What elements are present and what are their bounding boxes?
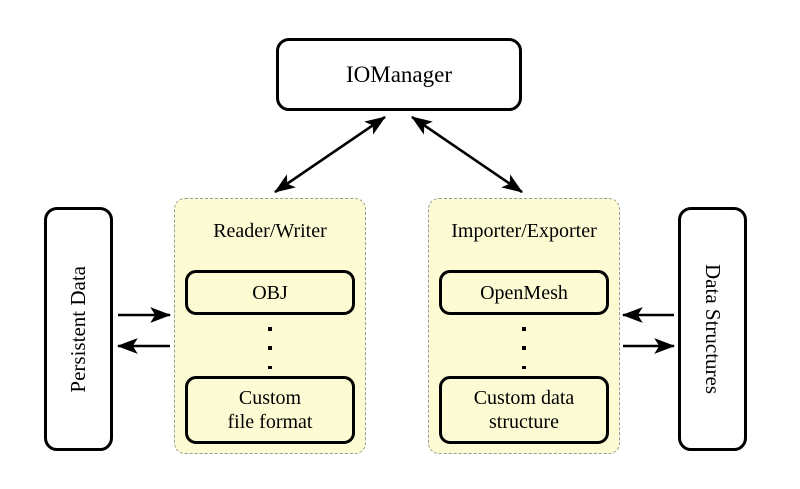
reader-writer-item-custom-file-format-label: Custom file format bbox=[227, 387, 313, 433]
reader-writer-item-custom-file-format[interactable]: Custom file format bbox=[185, 376, 355, 444]
reader-writer-ellipsis-icon bbox=[175, 327, 365, 369]
reader-writer-group[interactable]: Reader/Writer OBJ Custom file format bbox=[174, 198, 366, 454]
reader-writer-item-obj-label: OBJ bbox=[252, 281, 288, 304]
reader-writer-group-title: Reader/Writer bbox=[213, 220, 327, 242]
persistent-data-label: Persistent Data bbox=[66, 265, 91, 393]
importer-exporter-item-openmesh[interactable]: OpenMesh bbox=[439, 270, 609, 315]
io-manager-node[interactable]: IOManager bbox=[276, 38, 522, 111]
persistent-data-node[interactable]: Persistent Data bbox=[44, 207, 113, 451]
io-manager-label: IOManager bbox=[345, 61, 452, 87]
importer-exporter-group-title: Importer/Exporter bbox=[451, 220, 597, 242]
data-structures-label: Data Structures bbox=[700, 263, 725, 395]
reader-writer-item-obj[interactable]: OBJ bbox=[185, 270, 355, 315]
importer-exporter-item-custom-data-structure[interactable]: Custom data structure bbox=[439, 376, 609, 444]
importer-exporter-item-custom-data-structure-label: Custom data structure bbox=[473, 387, 575, 433]
data-structures-node[interactable]: Data Structures bbox=[678, 207, 747, 451]
importer-exporter-group[interactable]: Importer/Exporter OpenMesh Custom data s… bbox=[428, 198, 620, 454]
connector-manager-importer-exporter bbox=[411, 115, 523, 194]
importer-exporter-ellipsis-icon bbox=[429, 327, 619, 369]
connector-manager-reader-writer bbox=[274, 115, 386, 194]
importer-exporter-item-openmesh-label: OpenMesh bbox=[480, 281, 568, 304]
